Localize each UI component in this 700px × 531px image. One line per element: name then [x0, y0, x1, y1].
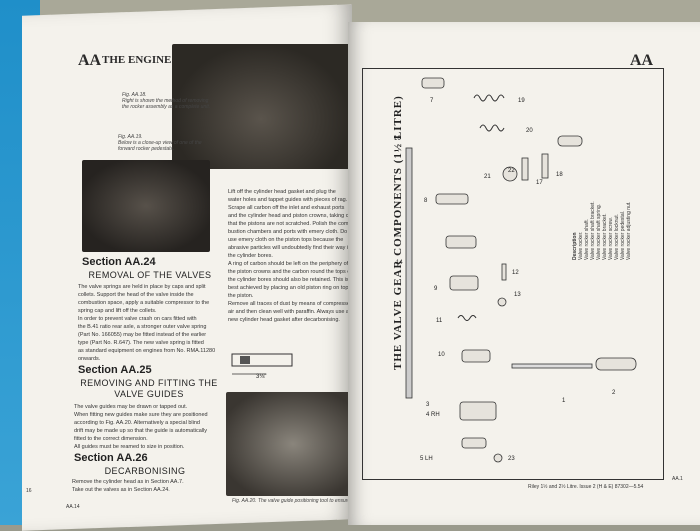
section-aa25-title: Section AA.25	[78, 364, 152, 376]
part-number-9: 9	[434, 286, 438, 292]
part-number-17: 17	[536, 180, 543, 186]
rocker-pedestal-photo	[82, 160, 210, 252]
part-number-1: 1	[562, 398, 566, 404]
valve-guide-tool-photo	[226, 392, 360, 496]
left-header-title: THE ENGINE	[102, 54, 172, 66]
section-aa26-text: Remove the cylinder head as in Section A…	[72, 479, 184, 493]
section-aa24-title: Section AA.24	[82, 256, 156, 268]
part-number-11: 11	[436, 318, 443, 324]
right-header-code: AA	[630, 52, 654, 69]
left-page-code: AA.14	[66, 504, 80, 510]
part-number-13: 13	[514, 292, 521, 298]
part-number-18: 18	[556, 172, 563, 178]
decarbonising-text: Lift off the cylinder head gasket and pl…	[228, 189, 357, 323]
section-aa25-text: The valve guides may be drawn or tapped …	[74, 404, 208, 450]
fig-aa18-caption: Fig. AA.18. Right is shown the method of…	[122, 92, 211, 110]
valve-guide-dimension: 3⅛"	[256, 374, 267, 380]
fig-aa19-caption: Fig. AA.19. Below is a close-up view of …	[118, 134, 202, 152]
part-number-12: 12	[512, 270, 519, 276]
rocker-assembly-photo	[172, 44, 350, 169]
diagram-frame	[362, 68, 664, 480]
section-aa24-subtitle: REMOVAL OF THE VALVES	[88, 270, 212, 280]
fig-aa20-caption: Fig. AA.20. The valve guide positioning …	[232, 498, 381, 504]
section-aa24-text: The valve springs are held in place by c…	[78, 284, 216, 362]
part-number-23: 23	[508, 456, 515, 462]
part-number-4rh: 3	[426, 402, 430, 408]
part-number-19: 19	[518, 98, 525, 104]
left-header-code: AA	[78, 52, 102, 69]
left-page-number: 16	[26, 488, 32, 494]
part-number-3: 7	[430, 98, 434, 104]
part-number-10: 10	[438, 352, 445, 358]
part-number-14: 14	[396, 260, 403, 266]
section-aa26-subtitle: DECARBONISING	[104, 466, 186, 476]
valve-gear-exploded-drawing	[405, 77, 637, 463]
part-number-16: 16	[394, 136, 401, 142]
part-number-8: 8	[424, 198, 428, 204]
part-number-21: 21	[484, 174, 491, 180]
part-number-7: 5 LH	[420, 456, 433, 462]
section-aa25-subtitle-line2: VALVE GUIDES	[114, 389, 184, 399]
section-aa26-title: Section AA.26	[74, 452, 148, 464]
part-number-5lh: 4 RH	[426, 412, 440, 418]
part-number-2: 2	[612, 390, 616, 396]
section-aa25-subtitle-line1: REMOVING AND FITTING THE	[80, 378, 218, 388]
part-number-20: 20	[526, 128, 533, 134]
right-page-footer: Riley 1½ and 2½ Litre. Issue 2 (H & E) 8…	[528, 484, 644, 490]
part-number-22: 22	[508, 168, 515, 174]
valve-guide-drawing	[231, 353, 293, 375]
right-page-code: AA.1	[672, 476, 683, 482]
